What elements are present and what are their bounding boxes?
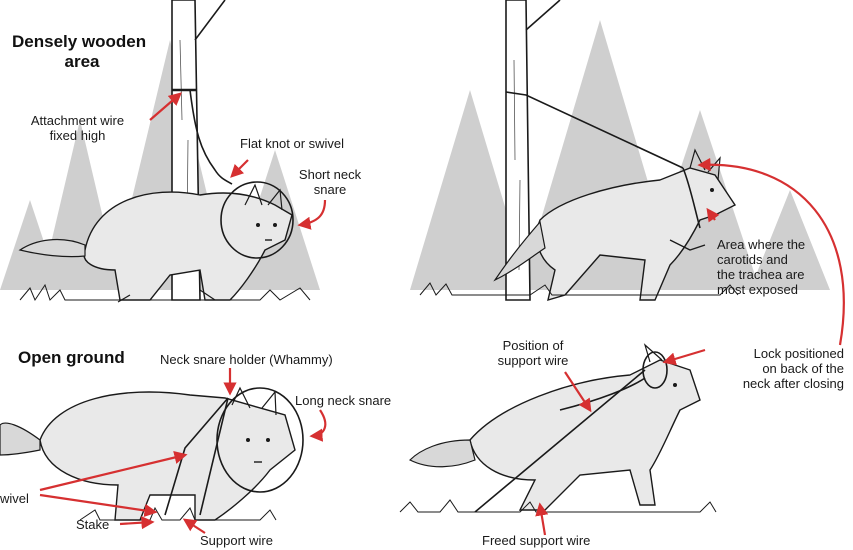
grass-bottom-left (80, 508, 276, 520)
title-open-ground: Open ground (18, 348, 125, 368)
label-line: Attachment wire (10, 113, 145, 128)
title-line: Densely wooden (12, 32, 152, 52)
label-lock-positioned: Lock positioned on back of the neck afte… (720, 346, 844, 391)
label-position-support: Position of support wire (478, 338, 588, 368)
label-area-carotids: Area where the carotids and the trachea … (717, 237, 805, 297)
title-line: area (12, 52, 152, 72)
label-neck-snare-holder: Neck snare holder (Whammy) (160, 352, 333, 367)
label-long-neck-snare: Long neck snare (295, 393, 391, 408)
label-swivel: wivel (0, 491, 29, 506)
label-line: the trachea are (717, 267, 805, 282)
label-short-neck: Short neck snare (290, 167, 370, 197)
label-line: snare (290, 182, 370, 197)
arrow-support-wire (185, 520, 205, 533)
arrow-stake (120, 522, 152, 524)
label-line: Position of (478, 338, 588, 353)
label-flat-knot: Flat knot or swivel (240, 136, 344, 151)
title-densely-wooden: Densely wooden area (12, 32, 152, 72)
label-line: Lock positioned (720, 346, 844, 361)
label-line: Area where the (717, 237, 805, 252)
coyote-bottom-left (0, 388, 295, 520)
coyote-bottom-right (410, 345, 700, 510)
arrow-long-neck (312, 410, 325, 436)
label-attachment-wire: Attachment wire fixed high (10, 113, 145, 143)
grass-bottom-right (400, 500, 716, 512)
arrow-flat-knot (232, 160, 248, 176)
arrow-lock-to-bottom (665, 350, 705, 362)
label-line: neck after closing (720, 376, 844, 391)
label-line: Short neck (290, 167, 370, 182)
label-line: on back of the (720, 361, 844, 376)
arrow-short-neck (300, 200, 325, 225)
label-line: most exposed (717, 282, 805, 297)
label-line: support wire (478, 353, 588, 368)
label-support-wire: Support wire (200, 533, 273, 548)
label-line: fixed high (10, 128, 145, 143)
label-freed-support: Freed support wire (482, 533, 590, 548)
label-line: carotids and (717, 252, 805, 267)
label-stake: Stake (76, 517, 109, 532)
